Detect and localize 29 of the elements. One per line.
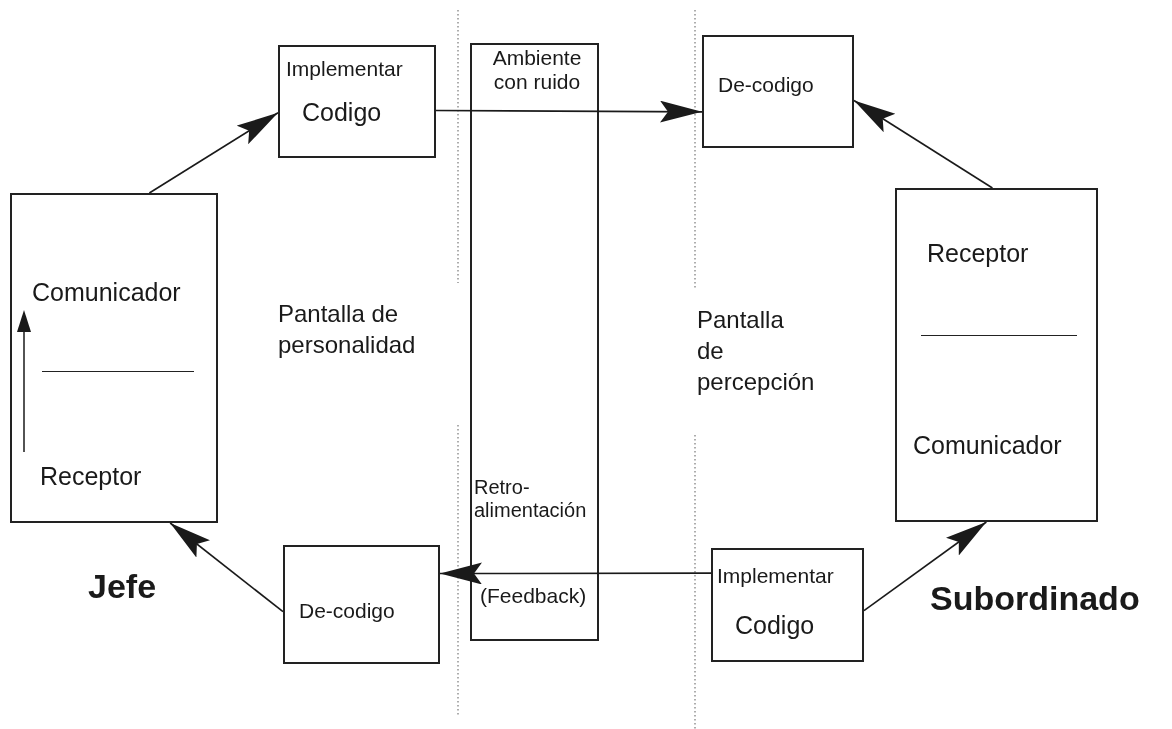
node-text: Comunicador <box>913 432 1062 460</box>
edge-label: Ambiente con ruido <box>491 46 583 95</box>
node-text: Receptor <box>40 463 142 491</box>
screen-label: Pantalla de personalidad <box>278 299 416 361</box>
edge-label: Retro-alimentación <box>474 476 587 522</box>
node-text: Implementar <box>717 564 834 588</box>
node-text: Codigo <box>302 99 382 127</box>
screen-label: Pantalla de percepción <box>697 305 815 398</box>
role-box <box>895 188 1098 522</box>
process-box <box>702 35 854 148</box>
process-box <box>711 548 864 662</box>
arrow <box>435 100 703 123</box>
arrow <box>148 112 279 194</box>
node-text: Receptor <box>927 240 1029 268</box>
role-box <box>10 193 218 523</box>
node-text: De-codigo <box>718 73 814 97</box>
feedback-note: (Feedback) <box>480 583 587 609</box>
role-title: Jefe <box>88 568 157 606</box>
process-box <box>283 545 440 664</box>
arrow <box>853 99 994 189</box>
arrow <box>169 522 284 613</box>
node-text: Implementar <box>286 57 403 81</box>
process-box <box>278 45 436 158</box>
node-text: De-codigo <box>299 599 395 623</box>
arrow <box>439 562 712 585</box>
node-text: Codigo <box>735 612 815 640</box>
arrow <box>863 521 988 612</box>
role-title: Subordinado <box>930 580 1140 618</box>
node-text: Comunicador <box>32 279 181 307</box>
